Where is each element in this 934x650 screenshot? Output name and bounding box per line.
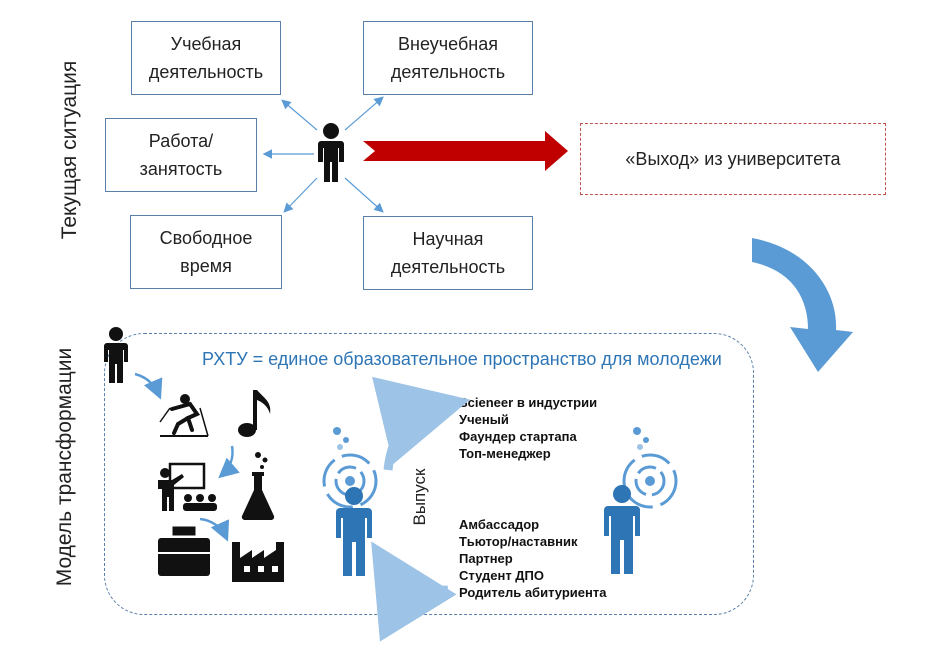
work-box: Работа/ занятость (105, 118, 257, 192)
graduate-blue-person-icon (604, 427, 678, 574)
outcome-roles-list: Scieneer в индустрии Ученый Фаундер стар… (459, 394, 597, 462)
free-time-box: Свободное время (130, 215, 282, 289)
skier-icon (159, 394, 209, 437)
research-line-2: деятельность (390, 257, 506, 277)
research-line-1: Научная (412, 229, 484, 249)
free-time-line-1: Свободное (159, 228, 253, 248)
exit-arrow (363, 131, 568, 171)
exit-label: «Выход» из университета (625, 148, 841, 169)
student-blue-person-icon (322, 427, 378, 576)
outcome-role: Ученый (459, 412, 509, 427)
returning-role: Тьютор/наставник (459, 534, 578, 549)
cycle-arrows (371, 376, 471, 642)
pathway-arrows (134, 372, 240, 542)
activity-arrows (262, 96, 384, 213)
returning-role: Амбассадор (459, 517, 540, 532)
student-person-icon (318, 123, 344, 182)
teacher-icon (158, 462, 217, 511)
flask-icon (241, 452, 275, 521)
work-line-1: Работа/ (148, 131, 214, 151)
university-exit-box: «Выход» из университета (580, 123, 886, 195)
work-line-2: занятость (139, 159, 223, 179)
returning-role: Партнер (459, 551, 513, 566)
outcome-role: Фаундер стартапа (459, 429, 577, 444)
extracurricular-activity-box: Внеучебная деятельность (363, 21, 533, 95)
extracurricular-line-1: Внеучебная (398, 34, 498, 54)
returning-role: Студент ДПО (459, 568, 545, 583)
entrant-person-icon (104, 327, 128, 383)
study-activity-box: Учебная деятельность (131, 21, 281, 95)
returning-roles-list: Амбассадор Тьютор/наставник Партнер Студ… (459, 516, 606, 601)
briefcase-icon (158, 526, 210, 576)
transition-curve-arrow (752, 238, 853, 372)
factory-icon (232, 542, 284, 582)
returning-role: Родитель абитуриента (459, 585, 607, 600)
extracurricular-line-2: деятельность (390, 62, 506, 82)
study-line-2: деятельность (148, 62, 264, 82)
study-line-1: Учебная (170, 34, 242, 54)
outcome-role: Топ-менеджер (459, 446, 551, 461)
free-time-line-2: время (180, 256, 232, 276)
panel-title: РХТУ = единое образовательное пространст… (202, 349, 722, 369)
research-activity-box: Научная деятельность (363, 216, 533, 290)
music-note-icon (238, 390, 271, 437)
outcome-role: Scieneer в индустрии (459, 395, 598, 410)
